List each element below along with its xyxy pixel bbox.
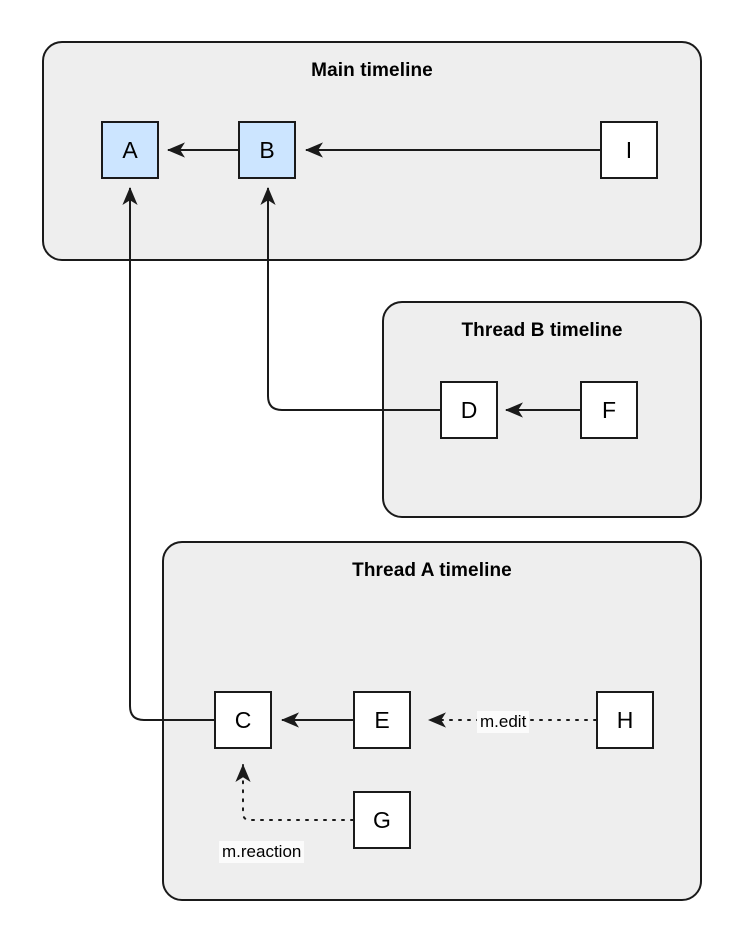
node-d[interactable]: D: [440, 381, 498, 439]
node-h[interactable]: H: [596, 691, 654, 749]
node-c[interactable]: C: [214, 691, 272, 749]
edge-label-m-edit: m.edit: [477, 711, 530, 733]
node-a-label: A: [122, 136, 138, 163]
node-f-label: F: [601, 396, 617, 423]
edge-label-m-reaction: m.reaction: [219, 841, 305, 863]
node-e-label: E: [374, 706, 390, 733]
node-i[interactable]: I: [600, 121, 658, 179]
panel-thread-b-timeline-title: Thread B timeline: [461, 320, 623, 341]
node-i-label: I: [625, 136, 633, 163]
node-h-label: H: [616, 706, 634, 733]
node-b-label: B: [259, 136, 275, 163]
panel-thread-a-timeline-title: Thread A timeline: [352, 560, 512, 581]
edge-D-to-B: [260, 187, 440, 411]
node-g[interactable]: G: [353, 791, 411, 849]
edge-C-to-A: [122, 187, 214, 721]
edge-G-to-C: [235, 764, 354, 821]
node-d-label: D: [460, 396, 478, 423]
node-e[interactable]: E: [353, 691, 411, 749]
node-g-label: G: [373, 806, 391, 833]
node-f[interactable]: F: [580, 381, 638, 439]
panel-main-timeline-title: Main timeline: [311, 60, 433, 81]
node-a[interactable]: A: [101, 121, 159, 179]
node-c-label: C: [234, 706, 252, 733]
node-b[interactable]: B: [238, 121, 296, 179]
